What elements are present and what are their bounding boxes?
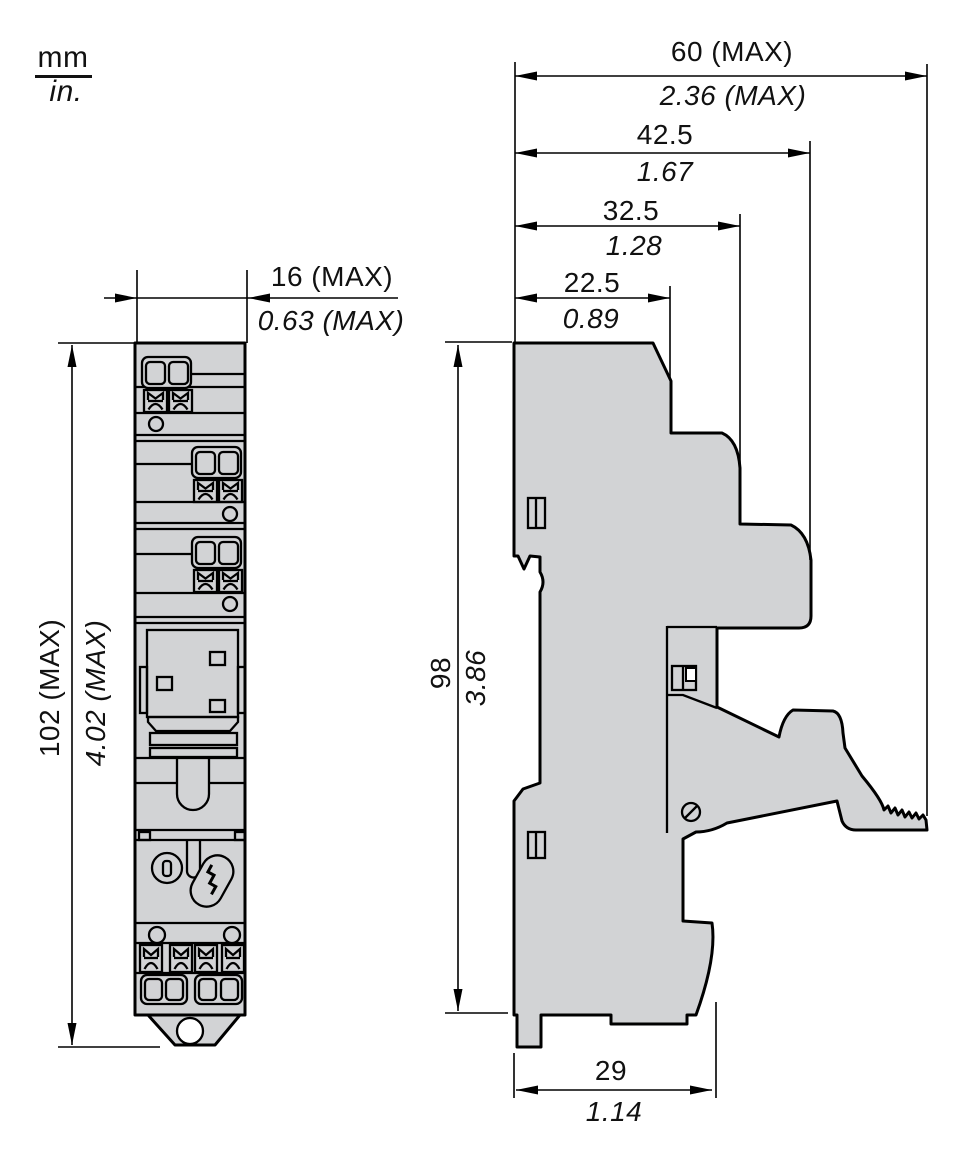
mounting-tab [146, 1013, 242, 1047]
side-base-depth-in: 1.14 [585, 1096, 643, 1127]
mounting-hole [175, 1016, 205, 1046]
front-height-mm: 102 (MAX) [34, 618, 65, 758]
locking-screw [150, 851, 184, 885]
terminal-block-bottom [138, 925, 246, 1006]
side-depth-to-lever-mm: 42.5 [636, 119, 694, 150]
side-overall-depth-in: 2.36 (MAX) [659, 80, 807, 111]
wall-tab-lower [526, 830, 547, 860]
unit-metric-label: mm [37, 41, 89, 74]
terminal-block-top [140, 355, 194, 433]
side-height-mm: 98 [425, 656, 456, 690]
pivot-screw [680, 801, 702, 823]
side-depth-front-mm: 22.5 [563, 267, 621, 298]
side-depth-mid-in: 1.28 [605, 230, 663, 261]
terminal-block-lower [190, 535, 244, 613]
side-depth-to-lever-in: 1.67 [636, 156, 694, 187]
front-view-dimensions [58, 270, 398, 1048]
terminal-block-middle [190, 445, 244, 523]
front-width-in: 0.63 (MAX) [257, 305, 405, 336]
front-view [133, 341, 611, 1047]
side-depth-mid-mm: 32.5 [602, 195, 660, 226]
front-height-in: 4.02 (MAX) [80, 619, 111, 767]
side-height-in: 3.86 [460, 649, 491, 707]
side-view-dimensions [445, 62, 928, 1098]
latch-detail [665, 625, 718, 833]
side-depth-front-in: 0.89 [562, 303, 620, 334]
side-overall-depth-mm: 60 (MAX) [670, 36, 794, 67]
release-symbol [189, 854, 235, 908]
wall-tab-upper [526, 496, 547, 530]
front-width-mm: 16 (MAX) [270, 261, 394, 292]
side-base-depth-mm: 29 [594, 1055, 628, 1086]
side-view [512, 341, 929, 1049]
unit-imperial-label: in. [49, 75, 83, 108]
unit-divider [35, 75, 92, 78]
